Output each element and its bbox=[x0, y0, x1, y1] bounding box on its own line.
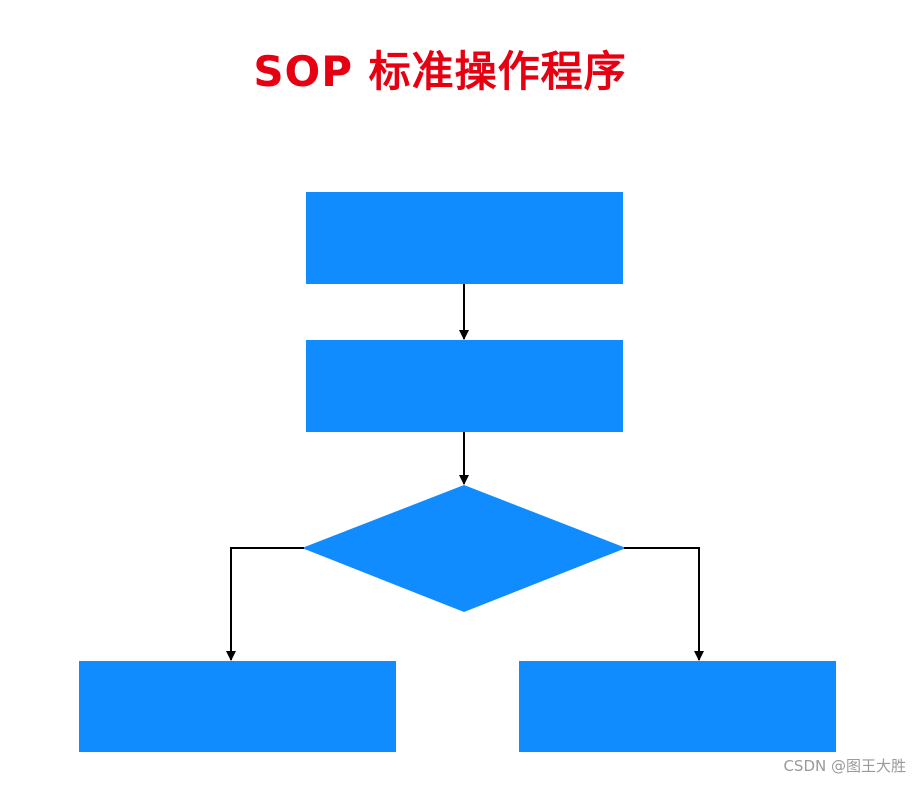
watermark-text: CSDN @图王大胜 bbox=[783, 757, 906, 775]
process-box-right-branch bbox=[519, 661, 836, 752]
diagram-title: SOP 标准操作程序 bbox=[253, 47, 627, 96]
connector-decision-to-right bbox=[624, 547, 704, 661]
process-box-step-2 bbox=[306, 340, 623, 432]
process-box-left-branch bbox=[79, 661, 396, 752]
connector-decision-to-left bbox=[226, 547, 304, 661]
process-box-step-1 bbox=[306, 192, 623, 284]
decision-diamond bbox=[302, 485, 626, 612]
